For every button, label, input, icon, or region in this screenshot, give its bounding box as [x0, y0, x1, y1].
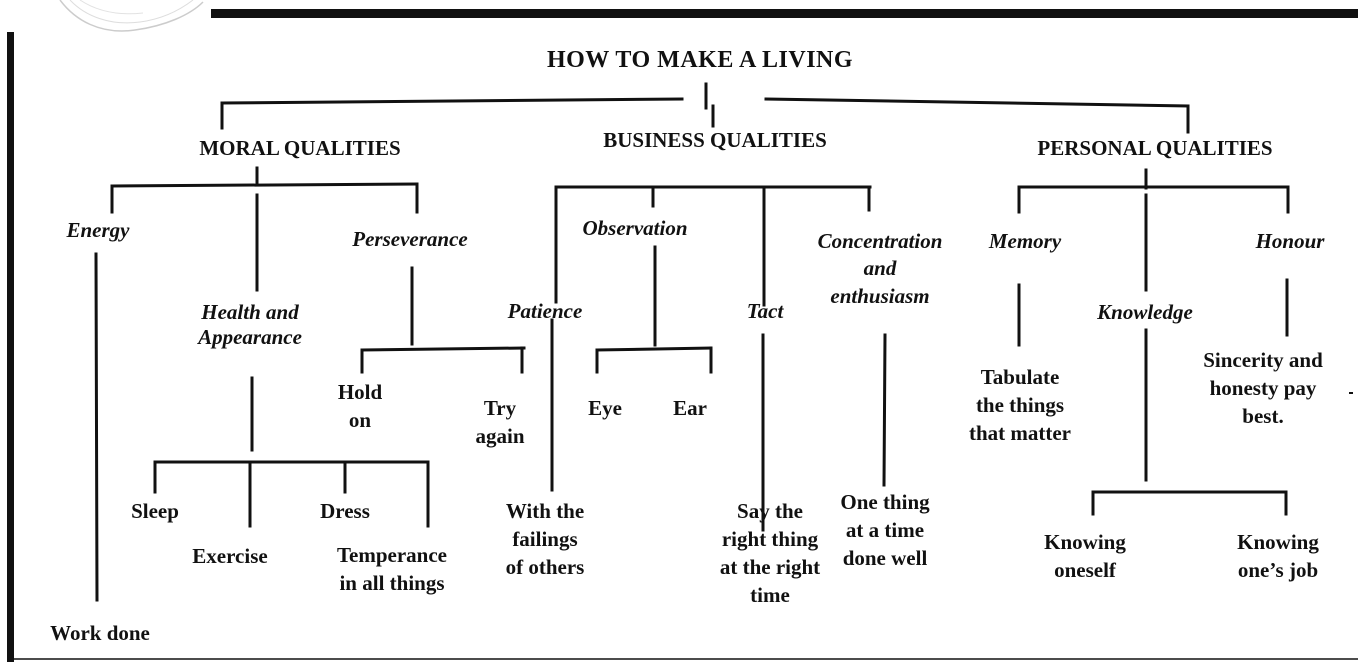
leaf-honour-line1: Sincerity and [1203, 348, 1323, 372]
node-perseverance: Perseverance [352, 227, 468, 251]
leaf-memory-line2: the things [975, 393, 1065, 417]
leaf-memory-line1: Tabulate [980, 365, 1060, 389]
leaf-eye: Eye [588, 396, 622, 420]
leaf-honour-line2: honesty pay [1209, 376, 1317, 400]
node-honour: Honour [1255, 229, 1325, 253]
leaf-hold-line2: on [348, 408, 372, 432]
leaf-tact-line3: at the right [719, 555, 821, 579]
leaf-honour-line3: best. [1242, 404, 1284, 428]
node-energy: Energy [66, 218, 130, 242]
node-health-line1: Health and [201, 300, 299, 324]
leaf-patience-line1: With the [505, 499, 585, 523]
leaf-knowing-oneself-line2: oneself [1054, 558, 1116, 582]
leaf-concentration-line2: at a time [845, 518, 925, 542]
leaf-tact-line4: time [750, 583, 790, 607]
category-personal: PERSONAL QUALITIES [1037, 136, 1273, 160]
node-health-line2: Appearance [198, 325, 302, 349]
leaf-sleep: Sleep [131, 499, 179, 523]
node-patience: Patience [507, 299, 583, 323]
diagram-title: HOW TO MAKE A LIVING [546, 47, 854, 73]
leaf-temperance-line1: Temperance [336, 543, 448, 567]
decorative-sketch [59, 0, 204, 32]
node-observation: Observation [582, 216, 688, 240]
leaf-knowing-job-line2: one’s job [1237, 558, 1319, 582]
leaf-tact-line2: right thing [721, 527, 819, 551]
leaf-memory-line3: that matter [968, 421, 1072, 445]
node-concentration-line1: Concentration [817, 229, 943, 253]
leaf-exercise: Exercise [192, 544, 268, 568]
leaf-tact-line1: Say the [737, 499, 803, 523]
leaf-try-line1: Try [483, 396, 517, 420]
leaf-concentration-line1: One thing [840, 490, 930, 514]
category-business: BUSINESS QUALITIES [603, 128, 827, 152]
leaf-concentration-line3: done well [842, 546, 928, 570]
node-memory: Memory [988, 229, 1062, 253]
leaf-knowing-oneself-line1: Knowing [1044, 530, 1126, 554]
leaf-ear: Ear [673, 396, 707, 420]
node-tact: Tact [746, 299, 784, 323]
leaf-work-done: Work done [50, 621, 150, 645]
node-concentration-line2: and [863, 256, 897, 280]
node-concentration-line3: enthusiasm [830, 284, 930, 308]
leaf-dress: Dress [320, 499, 370, 523]
leaf-try-line2: again [475, 424, 525, 448]
leaf-temperance-line2: in all things [339, 571, 445, 595]
leaf-knowing-job-line1: Knowing [1237, 530, 1319, 554]
leaf-hold-line1: Hold [337, 380, 383, 404]
leaf-patience-line3: of others [505, 555, 585, 579]
leaf-patience-line2: failings [512, 527, 578, 551]
category-moral: MORAL QUALITIES [199, 136, 401, 160]
node-knowledge: Knowledge [1097, 300, 1193, 324]
